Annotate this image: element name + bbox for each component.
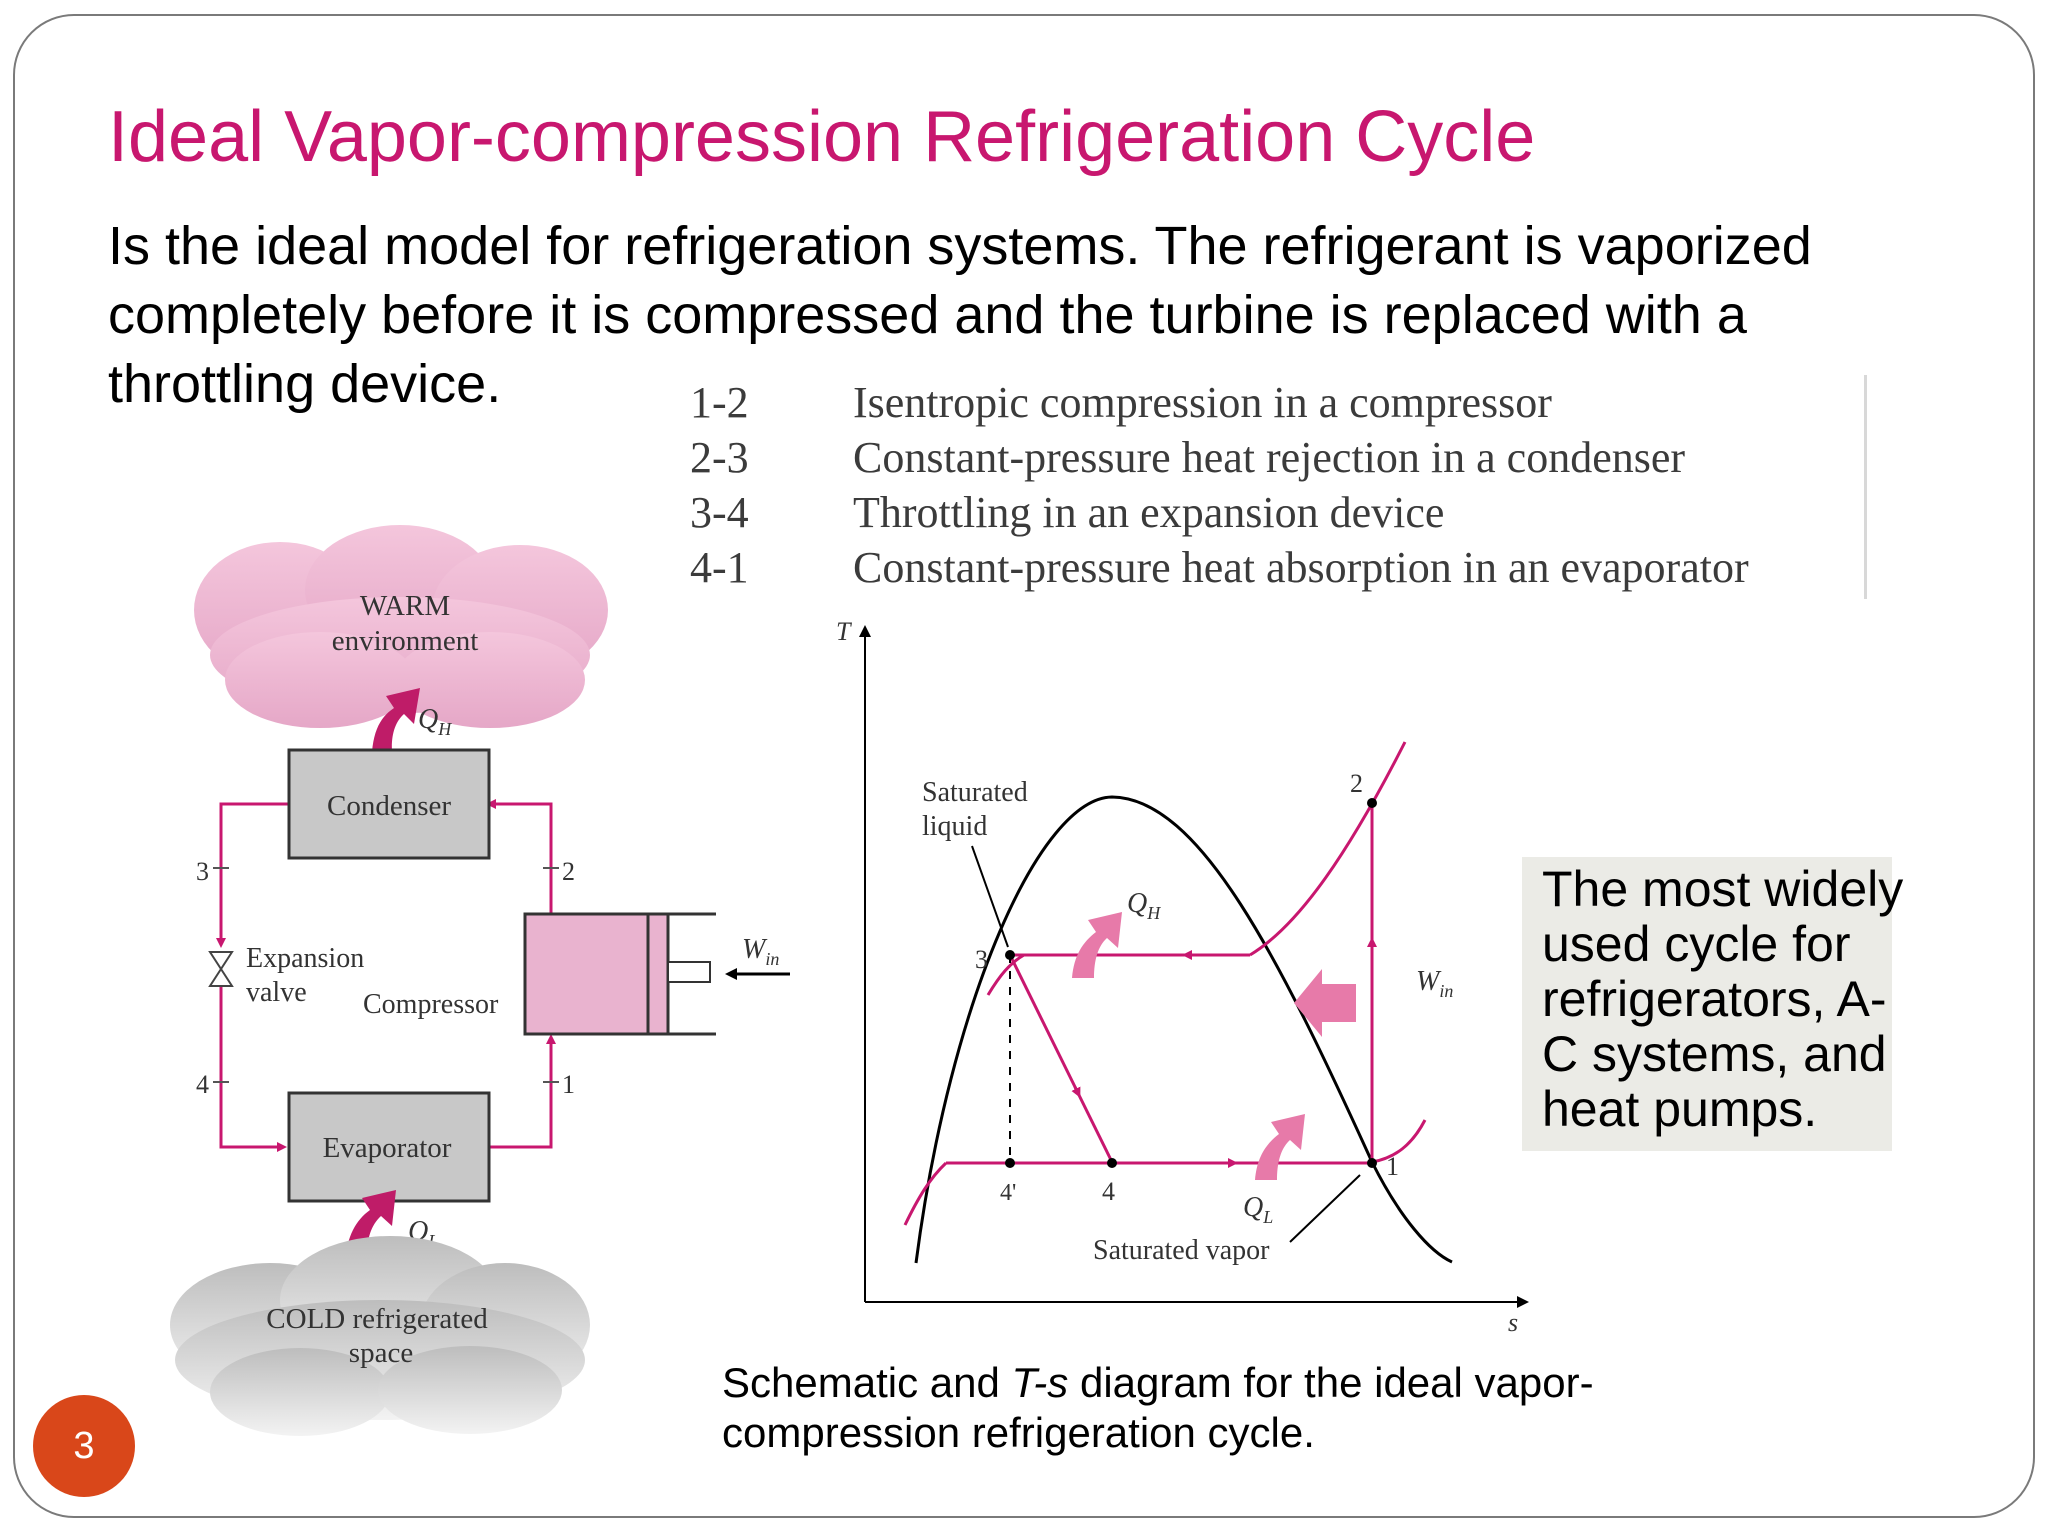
expansion-valve-label-line1: Expansion (246, 943, 364, 974)
saturated-vapor-leader (1289, 1174, 1361, 1243)
process-description: Constant-pressure heat absorption in an … (853, 543, 1749, 592)
process-id: 1-2 (690, 378, 749, 427)
ts-diagram: T s 2 3 4' 4 (836, 617, 1529, 1337)
ts-cycle-path (946, 803, 1377, 1168)
cold-label-line1: COLD refrigerated (266, 1303, 488, 1335)
saturated-liquid-label-line1: Saturated (922, 777, 1028, 808)
process-row: 4-1 Constant-pressure heat absorption in … (690, 540, 1864, 595)
isobar-high-superheat (1249, 741, 1407, 957)
isobar-low-liquid (903, 1161, 948, 1226)
callout-text: The most widely used cycle for refrigera… (1542, 861, 1904, 1137)
callout-box (1522, 857, 1892, 1151)
caption-italic: T-s (1011, 1359, 1069, 1406)
condenser-box (287, 748, 491, 860)
expansion-valve-symbol (208, 951, 234, 987)
ts-ql-label: QL (1243, 1192, 1273, 1227)
saturated-vapor-label: Saturated vapor (1093, 1235, 1270, 1266)
ts-point-1: 1 (1386, 1152, 1399, 1181)
t-axis-label: T (836, 617, 852, 646)
process-id: 4-1 (690, 543, 749, 592)
warm-label-line1: WARM (360, 590, 450, 622)
ts-qh-label: QH (1127, 888, 1161, 923)
intro-paragraph: Is the ideal model for refrigeration sys… (108, 216, 1812, 414)
cold-space-cloud (170, 1236, 590, 1436)
evaporator-label: Evaporator (323, 1132, 452, 1164)
process-id: 3-4 (690, 488, 749, 537)
evaporator-box (287, 1091, 491, 1203)
isobar-high-liquid (986, 953, 1025, 996)
schematic-state-3: 3 (196, 857, 209, 886)
process-description: Constant-pressure heat rejection in a co… (853, 433, 1686, 482)
saturation-dome (914, 795, 1453, 1264)
page-number-badge: 3 (33, 1395, 135, 1497)
condenser-label: Condenser (327, 790, 451, 822)
ts-ql-heat-arrow (1255, 1114, 1305, 1180)
slide-frame (13, 14, 2035, 1518)
ts-qh-heat-arrow (1072, 912, 1122, 978)
cold-label-line2: space (349, 1337, 413, 1369)
ts-point-2: 2 (1350, 769, 1363, 798)
slide-title: Ideal Vapor-compression Refrigeration Cy… (108, 97, 1536, 177)
ts-point-4p: 4' (1000, 1180, 1016, 1206)
warm-label-line2: environment (332, 625, 479, 657)
process-description: Isentropic compression in a compressor (853, 378, 1552, 427)
warm-environment-cloud (194, 525, 608, 728)
process-row: 3-4 Throttling in an expansion device (690, 485, 1864, 540)
state-ticks (213, 867, 559, 1083)
schematic-qh-label: QH (418, 704, 452, 739)
schematic-state-2: 2 (562, 857, 575, 886)
process-description: Throttling in an expansion device (853, 488, 1445, 537)
ts-state-points (1005, 798, 1377, 1168)
schematic-state-1: 1 (562, 1070, 575, 1099)
process-row: 1-2 Isentropic compression in a compresso… (690, 375, 1864, 430)
s-axis-label: s (1508, 1308, 1518, 1337)
ts-win-label: Win (1416, 966, 1453, 1001)
schematic-diagram: WARM environment QH 3 4 2 1 Expansion va… (170, 525, 790, 1436)
process-row: 2-3 Constant-pressure heat rejection in a… (690, 430, 1864, 485)
qh-heat-arrow (372, 688, 420, 752)
process-id: 2-3 (690, 433, 749, 482)
schematic-state-4: 4 (196, 1070, 209, 1099)
ts-point-3: 3 (975, 945, 988, 974)
caption-part-1: Schematic and (722, 1359, 1012, 1406)
expansion-valve-label-line2: valve (246, 977, 307, 1008)
compressor-unit (523, 912, 716, 1036)
figure-caption: Schematic and T-s diagram for the ideal … (722, 1358, 1822, 1458)
ts-point-4: 4 (1102, 1177, 1115, 1206)
saturated-liquid-label-line2: liquid (922, 811, 987, 842)
process-steps-table: 1-2 Isentropic compression in a compresso… (690, 375, 1867, 599)
ts-win-arrow (1294, 969, 1356, 1037)
isobar-low-superheat (1371, 1119, 1427, 1164)
caption-part-2: diagram for the ideal vapor-compression … (722, 1359, 1594, 1456)
saturated-liquid-leader (971, 845, 1009, 948)
schematic-win-label: Win (742, 934, 779, 969)
compressor-label: Compressor (363, 989, 499, 1020)
